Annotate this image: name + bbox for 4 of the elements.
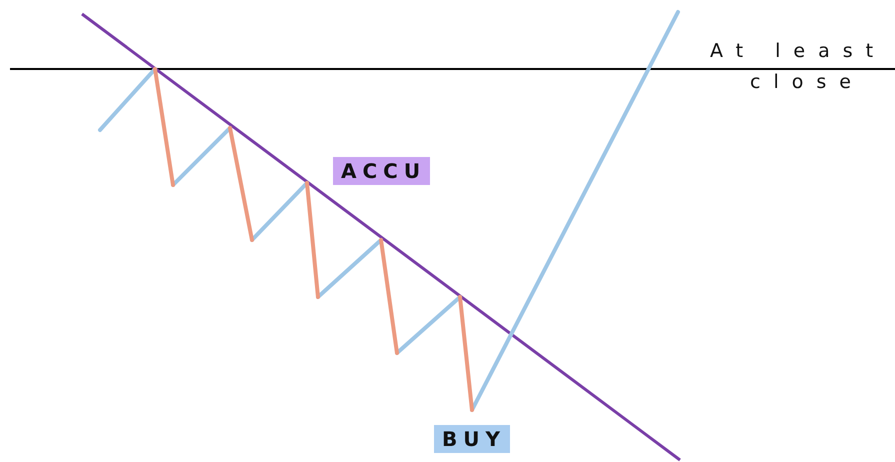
note-text: At least	[710, 40, 886, 62]
stage-tag: ACCU	[333, 157, 430, 185]
note-text: close	[750, 71, 864, 93]
signal-tag: BUY	[434, 425, 510, 453]
